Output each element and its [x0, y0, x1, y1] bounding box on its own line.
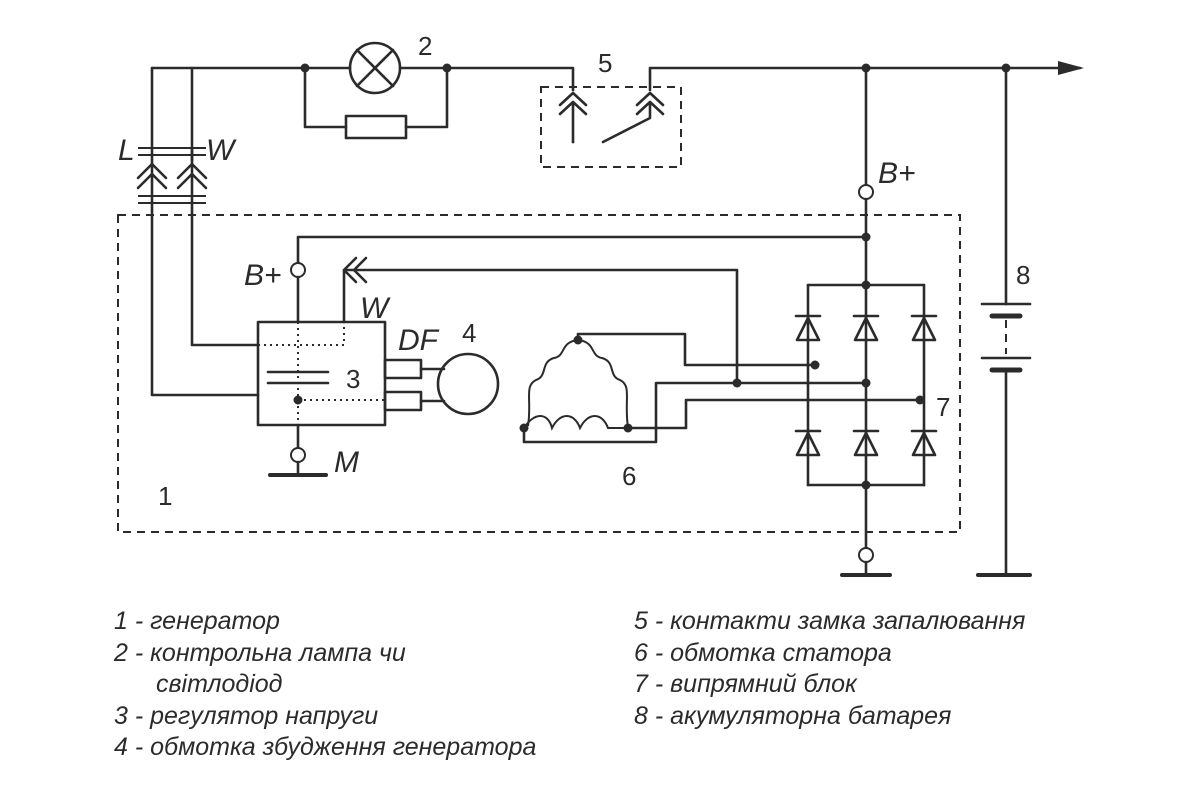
label-number-5: 5: [598, 48, 612, 78]
legend-item-2: 2 - контрольна лампа чи: [114, 638, 406, 667]
label-b-plus-regulator: B+: [244, 259, 282, 292]
legend-left: 1 - генератор 2 - контрольна лампа чи св…: [114, 606, 536, 764]
resistor-icon: [344, 114, 408, 140]
ground-terminal-regulator: [290, 447, 306, 463]
label-number-6: 6: [622, 461, 636, 491]
legend-item-4: 4 - обмотка збудження генератора: [114, 733, 537, 761]
battery-icon: [976, 66, 1032, 577]
diode-icon: [852, 314, 880, 342]
lw-connector: [136, 66, 208, 204]
output-arrow-icon: [1058, 61, 1084, 75]
label-b-plus-top: B+: [878, 157, 916, 190]
rectifier-block: [794, 280, 938, 490]
label-number-4: 4: [462, 318, 476, 348]
b-plus-terminal: [858, 184, 874, 200]
label-number-3: 3: [346, 364, 360, 394]
label-m: M: [334, 446, 359, 479]
ground-terminal-generator: [858, 547, 874, 563]
diode-icon: [794, 314, 822, 342]
legend-item-7: 7 - випрямний блок: [634, 670, 857, 698]
label-w-regulator: W: [360, 292, 391, 325]
legend-item-8: 8 - акумуляторна батарея: [634, 701, 952, 730]
generator-boundary: [117, 214, 961, 533]
top-wiring: [150, 61, 1084, 397]
diode-icon: [910, 429, 938, 457]
label-w-connector: W: [206, 134, 237, 167]
label-number-8: 8: [1016, 260, 1030, 290]
warning-lamp-icon: [348, 41, 402, 95]
legend-item-6: 6 - обмотка статора: [634, 638, 892, 667]
voltage-regulator: [256, 320, 387, 427]
label-df: DF: [398, 324, 440, 357]
legend-item-1: 1 - генератор: [114, 607, 280, 635]
label-number-7: 7: [936, 392, 950, 422]
legend-item-5: 5 - контакти замка запалювання: [634, 607, 1026, 635]
stator-winding: [519, 332, 922, 444]
label-l: L: [118, 134, 135, 167]
legend-item-2-continued: світлодіод: [156, 670, 283, 698]
label-number-1: 1: [158, 481, 172, 511]
b-plus-terminal-regulator: [290, 262, 306, 278]
excitation-winding: [383, 352, 500, 416]
ignition-switch: [540, 86, 682, 168]
diode-icon: [910, 314, 938, 342]
diode-icon: [852, 429, 880, 457]
legend-item-3: 3 - регулятор напруги: [114, 701, 379, 730]
legend-right: 5 - контакти замка запалювання 6 - обмот…: [634, 606, 1025, 732]
label-number-2: 2: [418, 31, 432, 61]
diode-icon: [794, 429, 822, 457]
